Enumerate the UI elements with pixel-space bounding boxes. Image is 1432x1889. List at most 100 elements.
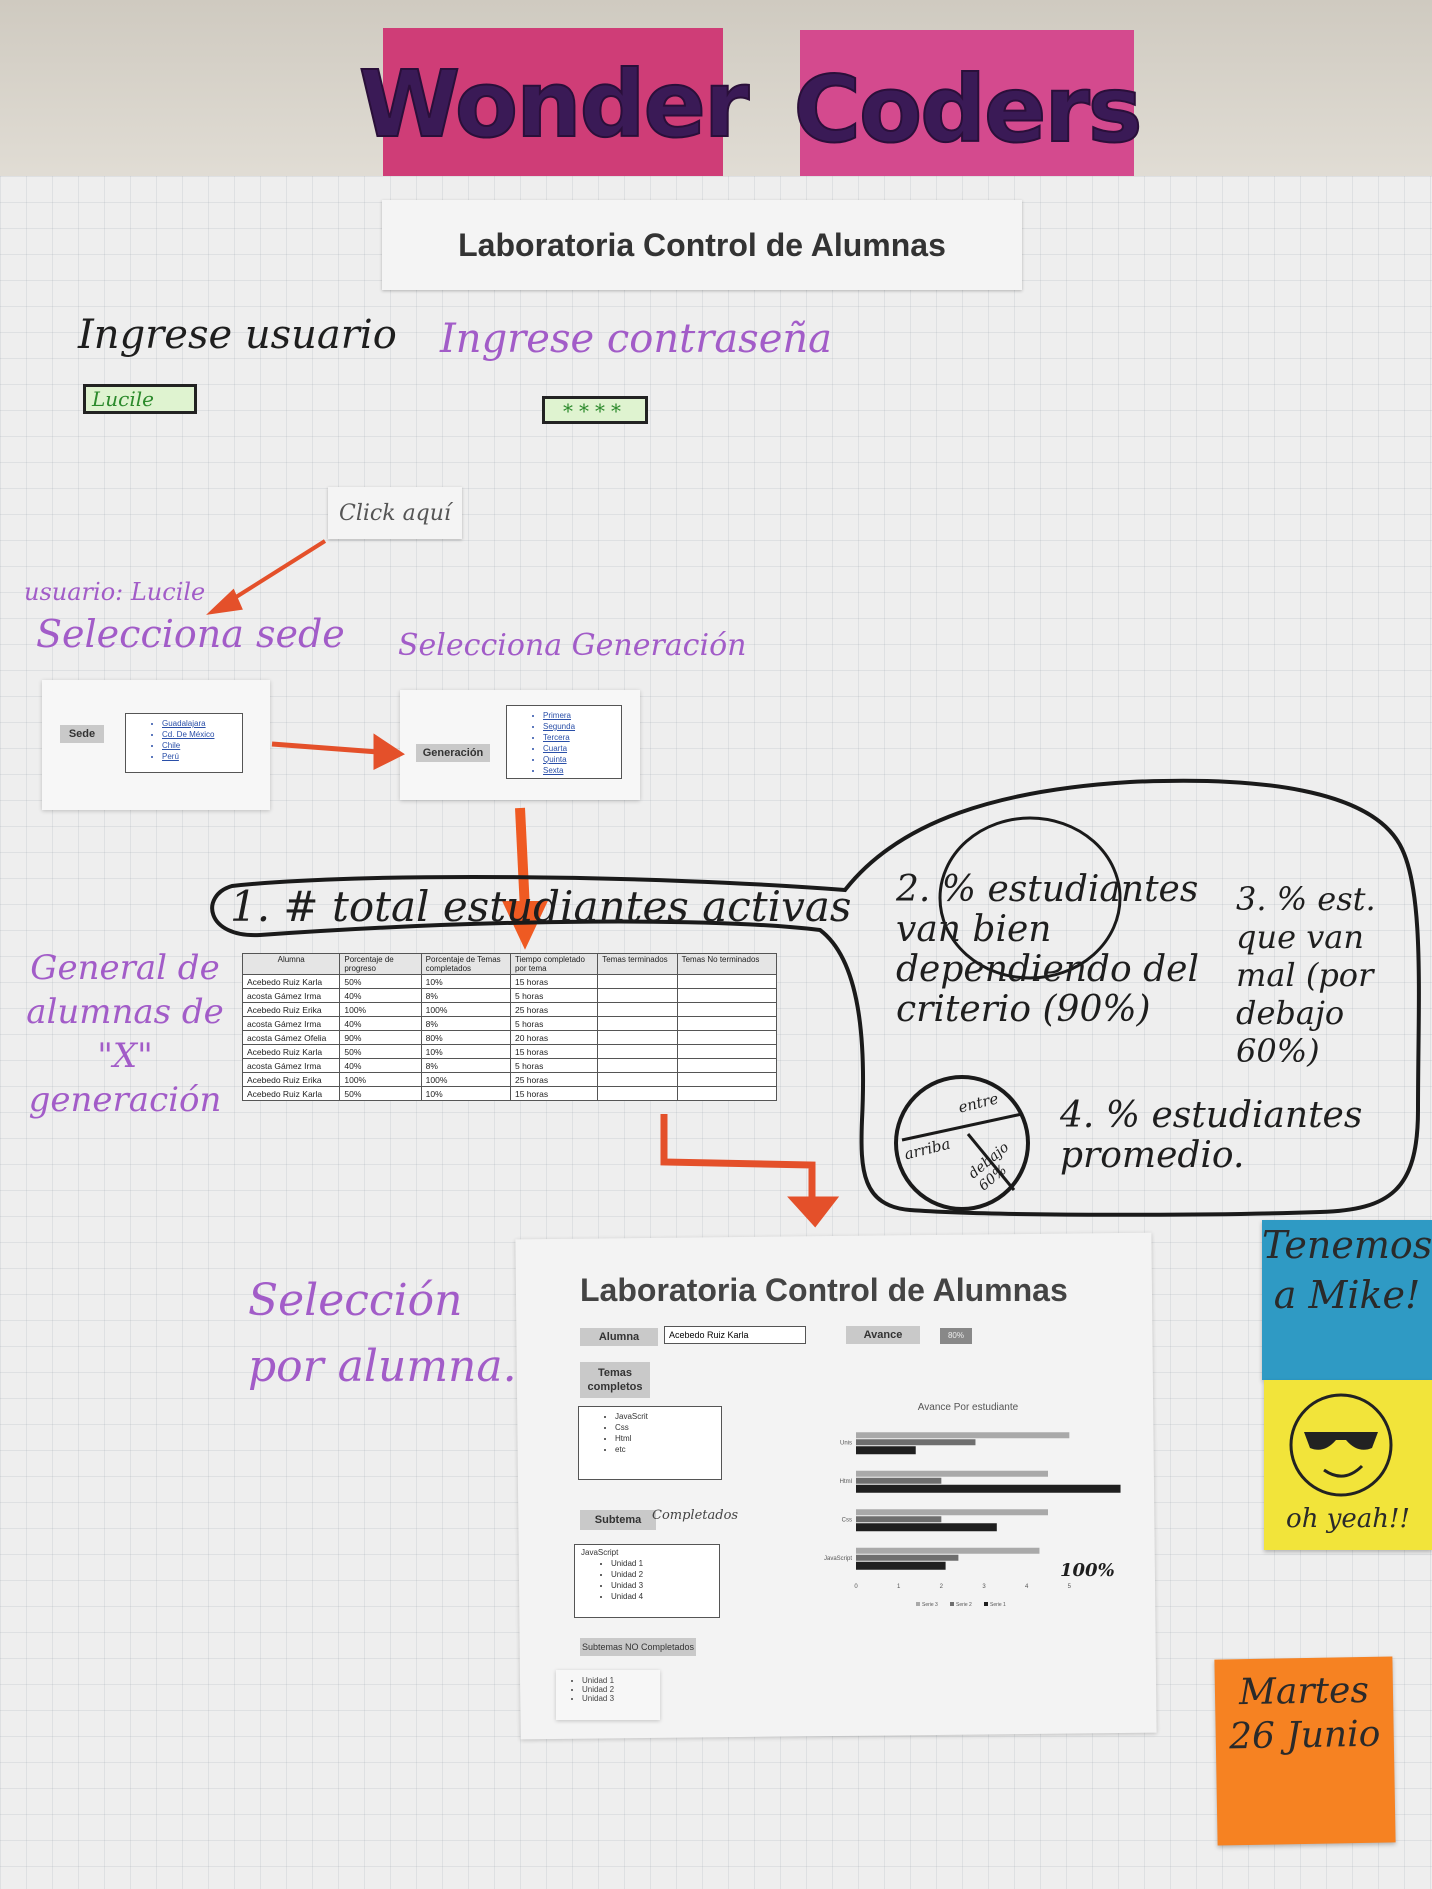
password-field[interactable]: **** [542, 396, 648, 424]
generation-option[interactable]: Primera [543, 710, 621, 721]
student-view-title: Laboratoria Control de Alumnas [580, 1272, 1068, 1308]
generation-option[interactable]: Sexta [543, 765, 621, 776]
table-cell: 25 horas [509, 1072, 599, 1087]
no-completados-card: Unidad 1 Unidad 2 Unidad 3 [556, 1670, 660, 1720]
alumna-label: Alumna [580, 1328, 658, 1346]
table-cell [676, 1058, 778, 1073]
bar [856, 1523, 997, 1532]
legend-label: Serie 2 [956, 1602, 972, 1608]
category-label: Html [840, 1479, 852, 1485]
sede-option[interactable]: Guadalajara [162, 718, 242, 729]
table-cell [676, 1002, 778, 1017]
bubble-item-2: 2. % estudiantes van bien dependiendo de… [896, 869, 1199, 1030]
table-cell: acosta Gámez Irma [241, 1016, 341, 1031]
table-cell: 5 horas [509, 1016, 599, 1031]
legend-swatch [916, 1602, 920, 1606]
subtema-item: Unidad 1 [611, 1558, 719, 1569]
table-cell [676, 1086, 778, 1101]
table-cell [676, 1016, 778, 1031]
legend-swatch [950, 1602, 954, 1606]
tick-label: 2 [940, 1584, 944, 1590]
generation-label: Generación [416, 744, 490, 762]
tema-item: etc [615, 1444, 721, 1455]
avance-value: 80% [940, 1328, 972, 1344]
col-no-terminados[interactable]: Temas No terminados [676, 953, 778, 975]
table-cell: 10% [420, 974, 511, 989]
col-temas-completados[interactable]: Porcentaje de Temas completados [420, 953, 511, 975]
table-cell: 25 horas [509, 1002, 599, 1017]
table-cell [597, 1044, 678, 1059]
no-completados-label: Subtemas NO Completados [580, 1638, 696, 1656]
bar [856, 1547, 1040, 1554]
sede-options[interactable]: Guadalajara Cd. De México Chile Perú [125, 713, 243, 773]
category-label: Css [842, 1517, 852, 1523]
bubble-item-4: 4. % estudiantes promedio. [1060, 1095, 1363, 1176]
table-cell [597, 1030, 678, 1045]
table-cell: Acebedo Ruiz Erika [241, 1002, 341, 1017]
students-table: Alumna Porcentaje de progreso Porcentaje… [241, 953, 778, 1101]
bar [856, 1446, 916, 1455]
table-cell: 15 horas [509, 1086, 599, 1101]
user-field[interactable]: Lucile [83, 384, 197, 414]
generation-option[interactable]: Segunda [543, 721, 621, 732]
sede-option[interactable]: Chile [162, 740, 242, 751]
table-cell: 5 horas [509, 988, 599, 1003]
temas-label: Temas completos [580, 1362, 650, 1398]
col-terminados[interactable]: Temas terminados [597, 953, 678, 975]
legend-swatch [984, 1602, 988, 1606]
subtema-item: Unidad 4 [611, 1591, 719, 1602]
table-cell: 8% [420, 1016, 511, 1031]
col-tiempo[interactable]: Tiempo completado por tema [509, 953, 599, 975]
table-cell: acosta Gámez Irma [241, 1058, 341, 1073]
sede-option[interactable]: Perú [162, 751, 242, 762]
col-progreso[interactable]: Porcentaje de progreso [339, 953, 422, 975]
generation-option[interactable]: Quinta [543, 754, 621, 765]
generation-option[interactable]: Cuarta [543, 743, 621, 754]
bar [856, 1484, 1121, 1493]
tick-label: 5 [1068, 1584, 1072, 1590]
table-cell: Acebedo Ruiz Karla [241, 1044, 341, 1059]
generation-option[interactable]: Tercera [543, 732, 621, 743]
subtema-item: Unidad 3 [611, 1580, 719, 1591]
no-completado-item: Unidad 1 [582, 1676, 660, 1685]
user-prompt: Ingrese usuario [78, 312, 397, 358]
subtemas-list: JavaScript Unidad 1 Unidad 2 Unidad 3 Un… [574, 1544, 720, 1618]
table-cell [597, 974, 678, 989]
table-cell: acosta Gámez Irma [241, 988, 341, 1003]
bubble-item-1: 1. # total estudiantes activas [230, 882, 852, 931]
table-cell: 100% [339, 1002, 422, 1017]
alumna-field[interactable]: Acebedo Ruiz Karla [664, 1326, 806, 1344]
table-cell: 15 horas [509, 1044, 599, 1059]
table-cell: acosta Gámez Ofelia [241, 1030, 341, 1045]
table-cell: 40% [339, 988, 422, 1003]
coders-title-card: Coders [792, 30, 1144, 188]
sede-option[interactable]: Cd. De México [162, 729, 242, 740]
table-cell [597, 988, 678, 1003]
table-cell: 100% [420, 1002, 511, 1017]
chart-note: 100% [1060, 1560, 1115, 1581]
table-cell: 15 horas [509, 974, 599, 989]
sticky-mike: Tenemos a Mike! [1262, 1220, 1432, 1380]
tick-label: 3 [982, 1584, 986, 1590]
generation-options[interactable]: Primera Segunda Tercera Cuarta Quinta Se… [506, 705, 622, 779]
select-generation-heading: Selecciona Generación [398, 628, 747, 663]
no-completado-item: Unidad 3 [582, 1694, 660, 1703]
col-alumna[interactable]: Alumna [241, 953, 341, 975]
tick-label: 0 [854, 1584, 858, 1590]
table-cell: 10% [420, 1044, 511, 1059]
table-cell: Acebedo Ruiz Erika [241, 1072, 341, 1087]
click-note: Click aquí [328, 487, 462, 539]
student-section-label: Selección por alumna. [248, 1275, 517, 1392]
avance-chart: Avance Por estudianteUnisHtmlCssJavaScri… [824, 1402, 1121, 1608]
table-cell: 20 horas [509, 1030, 599, 1045]
bar [856, 1439, 976, 1446]
table-cell: 10% [420, 1086, 511, 1101]
avance-label: Avance [846, 1326, 920, 1344]
table-cell [676, 988, 778, 1003]
